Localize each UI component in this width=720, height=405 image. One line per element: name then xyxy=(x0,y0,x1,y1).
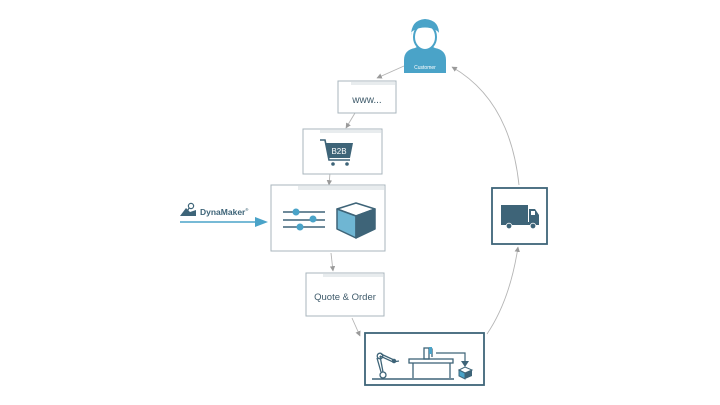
connector-b2b-to-configurator xyxy=(326,172,333,186)
delivery-node xyxy=(491,187,548,245)
connectors xyxy=(326,65,520,337)
shopping-cart-icon: B2B xyxy=(320,139,353,166)
quote-node: Quote & Order xyxy=(305,272,385,317)
customer-label: Customer xyxy=(414,65,436,71)
robot-arm-icon xyxy=(376,352,400,379)
cube-icon xyxy=(336,202,376,239)
customer-node: Customer xyxy=(404,19,446,73)
dynamaker-logo-icon xyxy=(180,202,196,216)
arrowhead-icon xyxy=(255,217,268,227)
configurator-node xyxy=(270,184,386,252)
connector-website-to-b2b xyxy=(345,112,356,129)
cnc-machine-icon xyxy=(408,347,454,378)
connector-quote-to-production xyxy=(351,317,361,337)
person-icon xyxy=(404,47,446,73)
connector-delivery-to-customer xyxy=(451,66,520,186)
website-node: www... xyxy=(337,80,397,114)
dynamaker-input: DynaMaker® xyxy=(180,202,268,227)
b2b-label: B2B xyxy=(331,147,346,156)
sliders-icon xyxy=(283,208,325,231)
connector-production-to-delivery xyxy=(486,246,520,335)
box-icon xyxy=(457,366,474,380)
production-node xyxy=(364,332,485,386)
arrow-down-icon xyxy=(436,352,469,367)
quote-label: Quote & Order xyxy=(314,292,376,303)
b2b-node: B2B xyxy=(302,128,383,175)
connector-customer-to-website xyxy=(376,65,405,79)
truck-icon xyxy=(501,205,539,230)
website-label: www... xyxy=(351,95,381,106)
connector-configurator-to-quote xyxy=(329,252,336,272)
dynamaker-brand: DynaMaker® xyxy=(200,207,248,217)
